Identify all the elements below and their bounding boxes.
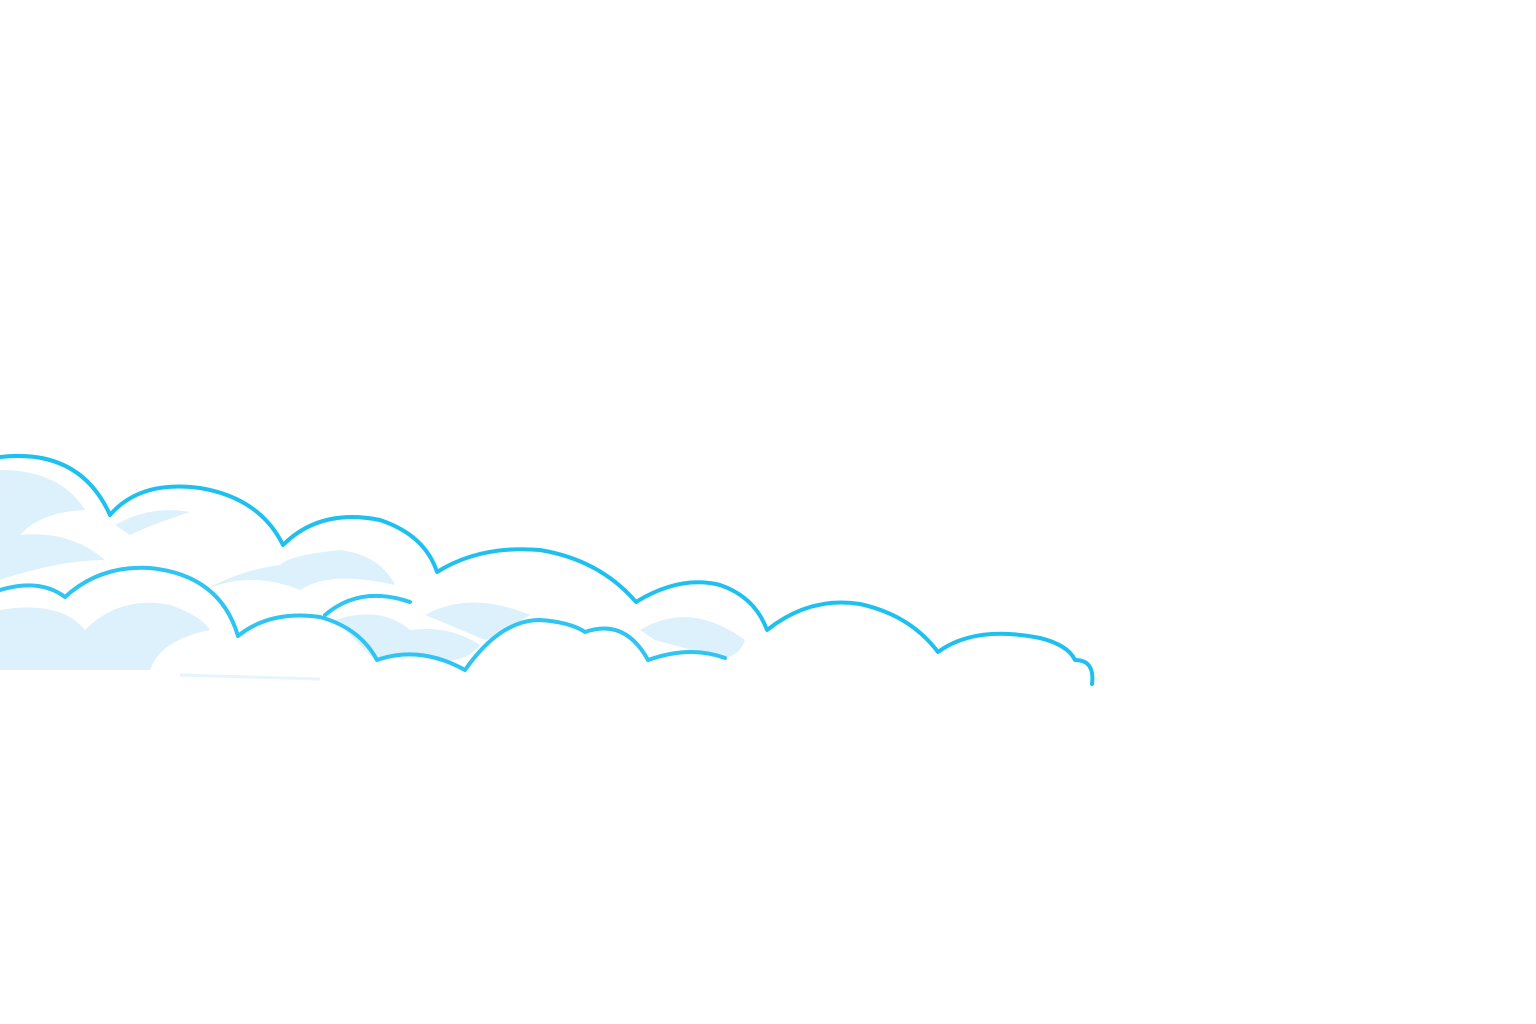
- cloud-base-line: [179, 673, 321, 681]
- cloud-inner-outline: [323, 593, 412, 617]
- cloud-back-outline: [0, 454, 1095, 686]
- cloud-shading: [0, 470, 745, 670]
- cloud-back-fill: [0, 455, 1093, 684]
- cloud-front-outline: [0, 565, 727, 672]
